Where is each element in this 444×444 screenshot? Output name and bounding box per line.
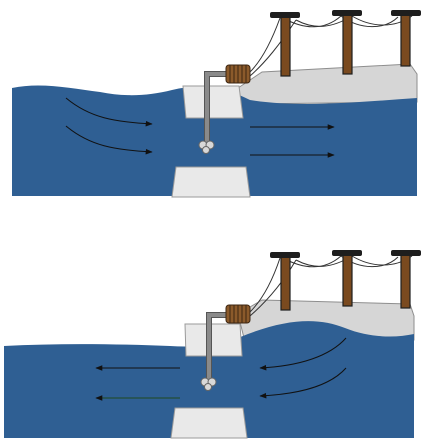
- upper-dam-block: [184, 323, 243, 357]
- panel-incoming-tide: [12, 10, 421, 198]
- turbine-icon: [198, 140, 215, 154]
- generator-icon: [225, 304, 251, 324]
- water-body: [12, 85, 417, 196]
- utility-pole-icon: [391, 10, 421, 67]
- turbine-icon: [200, 377, 217, 391]
- lower-dam-base: [170, 407, 248, 439]
- generator-icon: [225, 64, 251, 84]
- lower-dam-base: [171, 166, 251, 198]
- shore-land: [237, 63, 418, 105]
- utility-pole-icon: [391, 250, 421, 309]
- flow-arrow-icon: [65, 97, 153, 127]
- utility-pole-icon: [270, 12, 300, 77]
- flow-arrows: [95, 337, 347, 401]
- upper-dam-block: [182, 85, 244, 119]
- flow-arrow-icon: [259, 367, 347, 399]
- utility-pole-icon: [332, 250, 362, 307]
- flow-arrow-icon: [65, 125, 153, 155]
- flow-arrow-icon: [259, 337, 347, 371]
- utility-pole-icon: [332, 10, 362, 75]
- utility-pole-icon: [270, 252, 300, 311]
- power-lines: [249, 255, 413, 317]
- flow-arrows: [65, 97, 335, 158]
- panel-outgoing-tide: [4, 250, 421, 439]
